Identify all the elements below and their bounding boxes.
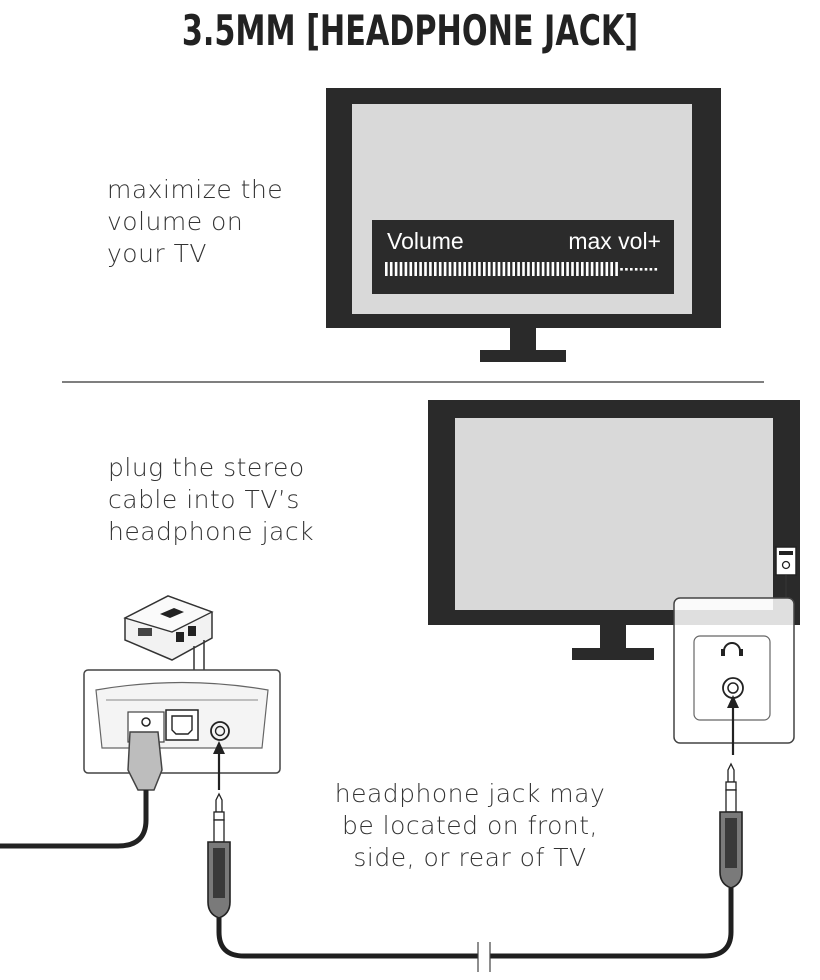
tv-side-port-icon [775,546,797,600]
step2-caption: plug the stereo cable into TV’s headphon… [108,452,314,548]
volume-tick-empty [620,268,623,271]
volume-tick-filled [610,262,613,276]
volume-tick-filled [385,262,388,276]
volume-tick-filled [404,262,408,276]
optical-port-icon [165,709,199,741]
volume-tick-filled [438,262,442,276]
step1-caption-line: maximize the [107,175,284,204]
step1-caption-line: volume on [107,207,244,236]
volume-tick-filled [424,262,427,276]
volume-tick-filled [590,262,594,276]
volume-tick-filled [585,262,589,276]
volume-tick-filled [517,262,520,276]
note-caption-line: be located on front, [341,811,598,840]
volume-tick-filled [566,262,569,276]
volume-tick-filled [561,262,564,276]
volume-tick-empty [649,268,653,271]
step2-caption-line: plug the stereo [108,453,305,482]
volume-tick-empty [625,268,628,271]
osd-max-label: max vol+ [568,228,661,254]
volume-tick-filled [429,262,432,276]
tv-icon [428,400,800,660]
volume-tick-filled [576,262,579,276]
volume-tick-filled [546,262,550,276]
volume-tick-filled [463,262,466,276]
volume-tick-filled [394,262,398,276]
step1-caption-line: your TV [107,239,208,268]
headphone-port-icon [673,597,795,744]
volume-tick-filled [600,262,604,276]
volume-tick-filled [468,262,471,276]
volume-tick-filled [483,262,486,276]
step2-caption-line: headphone jack [108,517,315,546]
volume-osd: Volume max vol+ [375,221,675,294]
volume-tick-filled [453,262,457,276]
volume-tick-filled [473,262,476,276]
volume-tick-filled [478,262,481,276]
bluetooth-transmitter-icon [123,595,214,672]
volume-tick-empty [630,268,633,271]
volume-osd-panel [372,220,674,294]
page-title: 3.5MM [HEADPHONE JACK] [181,6,639,55]
volume-tick-filled [512,262,515,276]
volume-tick-filled [615,262,618,276]
headphone-port-icon [210,721,230,741]
volume-tick-filled [487,262,491,276]
volume-tick-filled [507,262,511,276]
volume-tick-filled [556,262,560,276]
volume-tick-filled [605,262,609,276]
step2-caption-line: cable into TV’s [108,485,300,514]
volume-tick-filled [527,262,530,276]
note-caption: headphone jack may be located on front, … [300,778,640,874]
volume-tick-filled [389,262,393,276]
volume-tick-filled [536,262,540,276]
volume-tick-empty [644,268,648,271]
power-cable [0,731,163,849]
volume-tick-filled [581,262,584,276]
volume-tick-filled [497,262,501,276]
volume-tick-empty [634,268,638,271]
volume-tick-filled [551,262,555,276]
note-caption-line: headphone jack may [334,779,606,808]
volume-tick-filled [448,262,452,276]
volume-tick-empty [654,268,658,271]
audio-plug-icon [719,762,743,889]
volume-tick-filled [443,262,447,276]
volume-tick-filled [419,262,422,276]
note-caption-line: side, or rear of TV [353,843,587,872]
volume-tick-empty [639,268,643,271]
volume-tick-filled [532,262,535,276]
volume-tick-filled [458,262,462,276]
volume-tick-filled [414,262,417,276]
volume-tick-filled [595,262,599,276]
volume-tick-filled [502,262,506,276]
volume-tick-filled [434,262,437,276]
volume-tick-filled [399,262,403,276]
step1-caption: maximize the volume on your TV [107,174,283,270]
volume-level-bar [385,262,658,276]
volume-tick-filled [522,262,525,276]
volume-tick-filled [409,262,413,276]
osd-volume-label: Volume [387,228,464,254]
stereo-cable [216,888,734,959]
volume-tick-filled [492,262,496,276]
audio-plug-icon [207,792,231,919]
volume-tick-filled [541,262,545,276]
volume-tick-filled [571,262,574,276]
